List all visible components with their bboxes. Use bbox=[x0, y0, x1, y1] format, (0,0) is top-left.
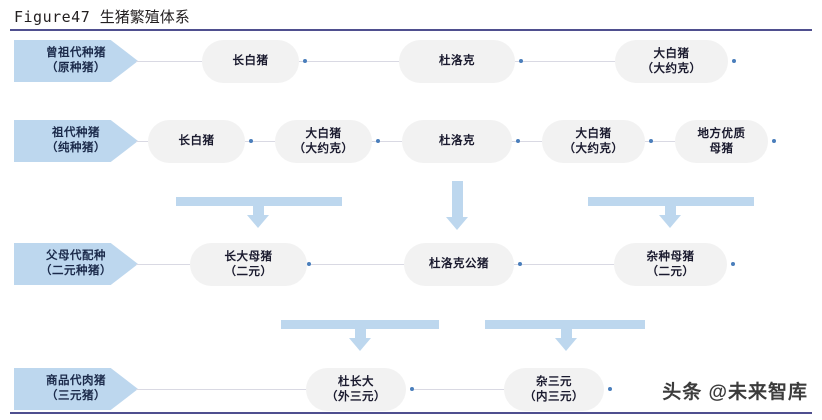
arrow-head-left bbox=[247, 215, 269, 228]
arrow-bar-right bbox=[588, 197, 754, 206]
connector-dot bbox=[518, 262, 522, 266]
connector bbox=[414, 389, 504, 390]
connector bbox=[136, 141, 148, 142]
arrow-bar-row3-left bbox=[281, 320, 439, 329]
node-line2: （内三元） bbox=[524, 390, 584, 403]
node-line1: 杂种母猪 bbox=[646, 250, 695, 263]
connector-dot bbox=[303, 59, 307, 63]
stage-label-line2: （原种猪） bbox=[46, 62, 106, 74]
stage-label-line2: （二元种猪） bbox=[40, 265, 112, 277]
arrow-stem-row3-left bbox=[355, 328, 366, 338]
connector-dot bbox=[519, 59, 523, 63]
node-line1: 杜洛克公猪 bbox=[429, 258, 489, 270]
connector bbox=[245, 141, 275, 142]
node-line1: 大白猪 bbox=[575, 127, 612, 140]
connector-dot bbox=[649, 139, 653, 143]
node-duroc-boar: 杜洛克公猪 bbox=[404, 243, 514, 286]
node-line2: （大约克） bbox=[563, 142, 624, 155]
node-duroc-gp: 杜洛克 bbox=[402, 120, 512, 163]
connector-dot bbox=[732, 59, 736, 63]
connector bbox=[299, 61, 399, 62]
stage-label-line2: （纯种猪） bbox=[46, 142, 106, 154]
node-line1: 杜洛克 bbox=[439, 55, 475, 67]
connector-dot bbox=[731, 262, 735, 266]
connector bbox=[372, 141, 402, 142]
stage-label-parent: 父母代配种 （二元种猪） bbox=[14, 243, 138, 285]
connector bbox=[136, 389, 306, 390]
stage-label-line1: 父母代配种 bbox=[46, 250, 106, 262]
connector bbox=[514, 264, 614, 265]
arrow-head-row3-left bbox=[349, 338, 371, 351]
arrow-head-center bbox=[446, 217, 468, 230]
node-line1: 大白猪 bbox=[305, 127, 342, 140]
stage-label-line1: 商品代肉猪 bbox=[46, 375, 106, 387]
arrow-head-row3-right bbox=[555, 338, 577, 351]
connector-dot bbox=[608, 387, 612, 391]
watermark: 头条 @未来智库 bbox=[662, 382, 808, 403]
node-line2: （二元） bbox=[224, 265, 273, 278]
connector-dot bbox=[516, 139, 520, 143]
page-title: Figure47 生猪繁殖体系 bbox=[14, 6, 190, 27]
arrow-bar-row3-right bbox=[485, 320, 645, 329]
node-mixed-three-way: 杂三元 （内三元） bbox=[504, 368, 604, 411]
arrow-stem-right bbox=[665, 205, 676, 215]
stage-label-grandparent: 祖代种猪 （纯种猪） bbox=[14, 120, 138, 162]
figure-title-cn: 生猪繁殖体系 bbox=[99, 10, 190, 26]
arrow-head-right bbox=[659, 215, 681, 228]
connector bbox=[515, 61, 615, 62]
header-divider bbox=[10, 29, 812, 31]
node-line2: （大约克） bbox=[293, 142, 354, 155]
node-yorkshire-gp-1: 大白猪 （大约克） bbox=[275, 120, 372, 163]
node-landrace-gg: 长白猪 bbox=[202, 40, 299, 83]
node-line1: 长白猪 bbox=[178, 135, 215, 147]
connector bbox=[512, 141, 542, 142]
node-line1: 长白猪 bbox=[232, 55, 269, 67]
connector-dot bbox=[410, 387, 414, 391]
footer-divider bbox=[10, 412, 812, 414]
node-line1: 杜长大 bbox=[338, 375, 374, 388]
figure-label: Figure47 bbox=[14, 8, 91, 26]
node-landrace-gp: 长白猪 bbox=[148, 120, 245, 163]
arrow-stem-center bbox=[452, 181, 463, 218]
node-yorkshire-gp-2: 大白猪 （大约克） bbox=[542, 120, 645, 163]
node-line1: 杜洛克 bbox=[439, 135, 475, 147]
connector bbox=[311, 264, 404, 265]
stage-label-commercial: 商品代肉猪 （三元猪） bbox=[14, 368, 138, 410]
stage-label-great-grandparent: 曾祖代种猪 （原种猪） bbox=[14, 40, 138, 82]
connector-dot bbox=[249, 139, 253, 143]
connector bbox=[136, 264, 190, 265]
node-line2: （外三元） bbox=[326, 390, 386, 403]
node-yorkshire-gg: 大白猪 （大约克） bbox=[615, 40, 728, 83]
node-line1: 大白猪 bbox=[653, 47, 690, 60]
node-line2: （二元） bbox=[646, 265, 695, 278]
node-crossbred-sow: 杂种母猪 （二元） bbox=[614, 243, 727, 286]
node-duroc-gg: 杜洛克 bbox=[399, 40, 515, 83]
connector-dot bbox=[376, 139, 380, 143]
node-line1: 地方优质 bbox=[697, 127, 746, 140]
node-line1: 杂三元 bbox=[536, 375, 572, 388]
node-local-quality-sow: 地方优质 母猪 bbox=[675, 120, 768, 163]
node-dlz-outer-three-way: 杜长大 （外三元） bbox=[306, 368, 406, 411]
arrow-stem-row3-right bbox=[561, 328, 572, 338]
connector-dot bbox=[307, 262, 311, 266]
stage-label-line1: 祖代种猪 bbox=[52, 127, 100, 139]
connector-dot bbox=[772, 139, 776, 143]
stage-label-line2: （三元猪） bbox=[46, 390, 106, 402]
node-landrace-yorkshire-sow: 长大母猪 （二元） bbox=[190, 243, 307, 286]
node-line2: 母猪 bbox=[709, 142, 734, 155]
connector bbox=[136, 61, 202, 62]
stage-label-line1: 曾祖代种猪 bbox=[46, 47, 106, 59]
node-line1: 长大母猪 bbox=[224, 250, 273, 263]
node-line2: （大约克） bbox=[641, 62, 702, 75]
arrow-stem-left bbox=[253, 205, 264, 215]
arrow-bar-left bbox=[176, 197, 342, 206]
connector bbox=[645, 141, 675, 142]
